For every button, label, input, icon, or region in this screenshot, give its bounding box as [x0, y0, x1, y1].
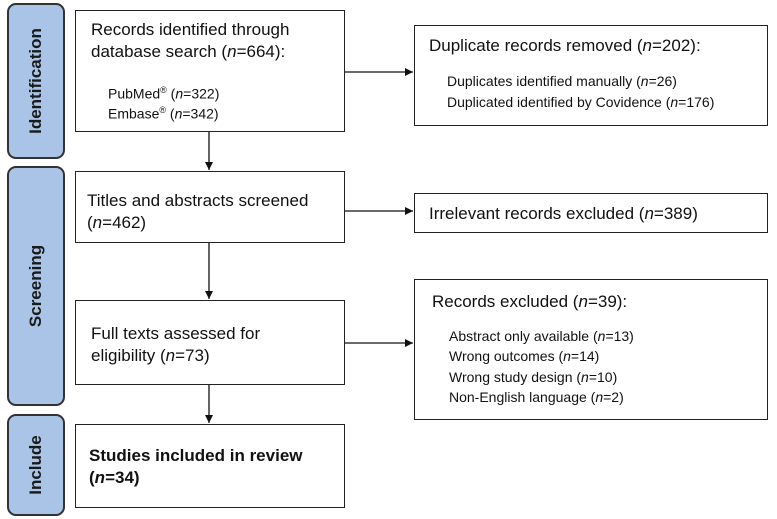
full-texts-line1: Full texts assessed for: [91, 324, 261, 343]
irrelevant-excluded-title: Irrelevant records excluded (n=389): [429, 204, 698, 223]
exclusion-reason: Wrong study design (n=10): [449, 369, 618, 385]
irrelevant-excluded-box: Irrelevant records excluded (n=389): [414, 193, 768, 233]
pubmed-count: PubMed® (n=322): [108, 85, 220, 102]
titles-screened-box: Titles and abstracts screened (n=462): [75, 171, 345, 243]
embase-count: Embase® (n=342): [108, 105, 219, 122]
studies-included-line2: (n=34): [89, 468, 140, 487]
stage-include-tab: Include: [7, 414, 65, 516]
full-texts-box: Full texts assessed for eligibility (n=7…: [75, 300, 345, 385]
duplicates-manual: Duplicates identified manually (n=26): [447, 73, 677, 89]
titles-screened-line2: (n=462): [87, 213, 147, 232]
studies-included-box: Studies included in review (n=34): [75, 424, 345, 508]
stage-screening-tab: Screening: [7, 166, 65, 406]
duplicates-removed-title: Duplicate records removed (n=202):: [429, 36, 701, 55]
records-identified-box: Records identified through database sear…: [75, 10, 345, 132]
full-texts-line2: eligibility (n=73): [91, 346, 210, 365]
records-excluded-box: Records excluded (n=39): Abstract only a…: [414, 279, 768, 420]
exclusion-reason: Abstract only available (n=13): [449, 328, 634, 344]
duplicates-removed-box: Duplicate records removed (n=202): Dupli…: [414, 25, 768, 126]
records-identified-line2: database search (n=664):: [91, 42, 286, 61]
exclusion-reason: Wrong outcomes (n=14): [449, 348, 600, 364]
duplicates-covidence: Duplicated identified by Covidence (n=17…: [447, 94, 715, 110]
studies-included-line1: Studies included in review: [89, 446, 303, 465]
titles-screened-line1: Titles and abstracts screened: [87, 191, 309, 210]
exclusion-reason: Non-English language (n=2): [449, 389, 624, 405]
records-identified-line1: Records identified through: [91, 20, 290, 39]
stage-identification-tab: Identification: [7, 3, 65, 159]
records-excluded-title: Records excluded (n=39):: [432, 292, 628, 311]
